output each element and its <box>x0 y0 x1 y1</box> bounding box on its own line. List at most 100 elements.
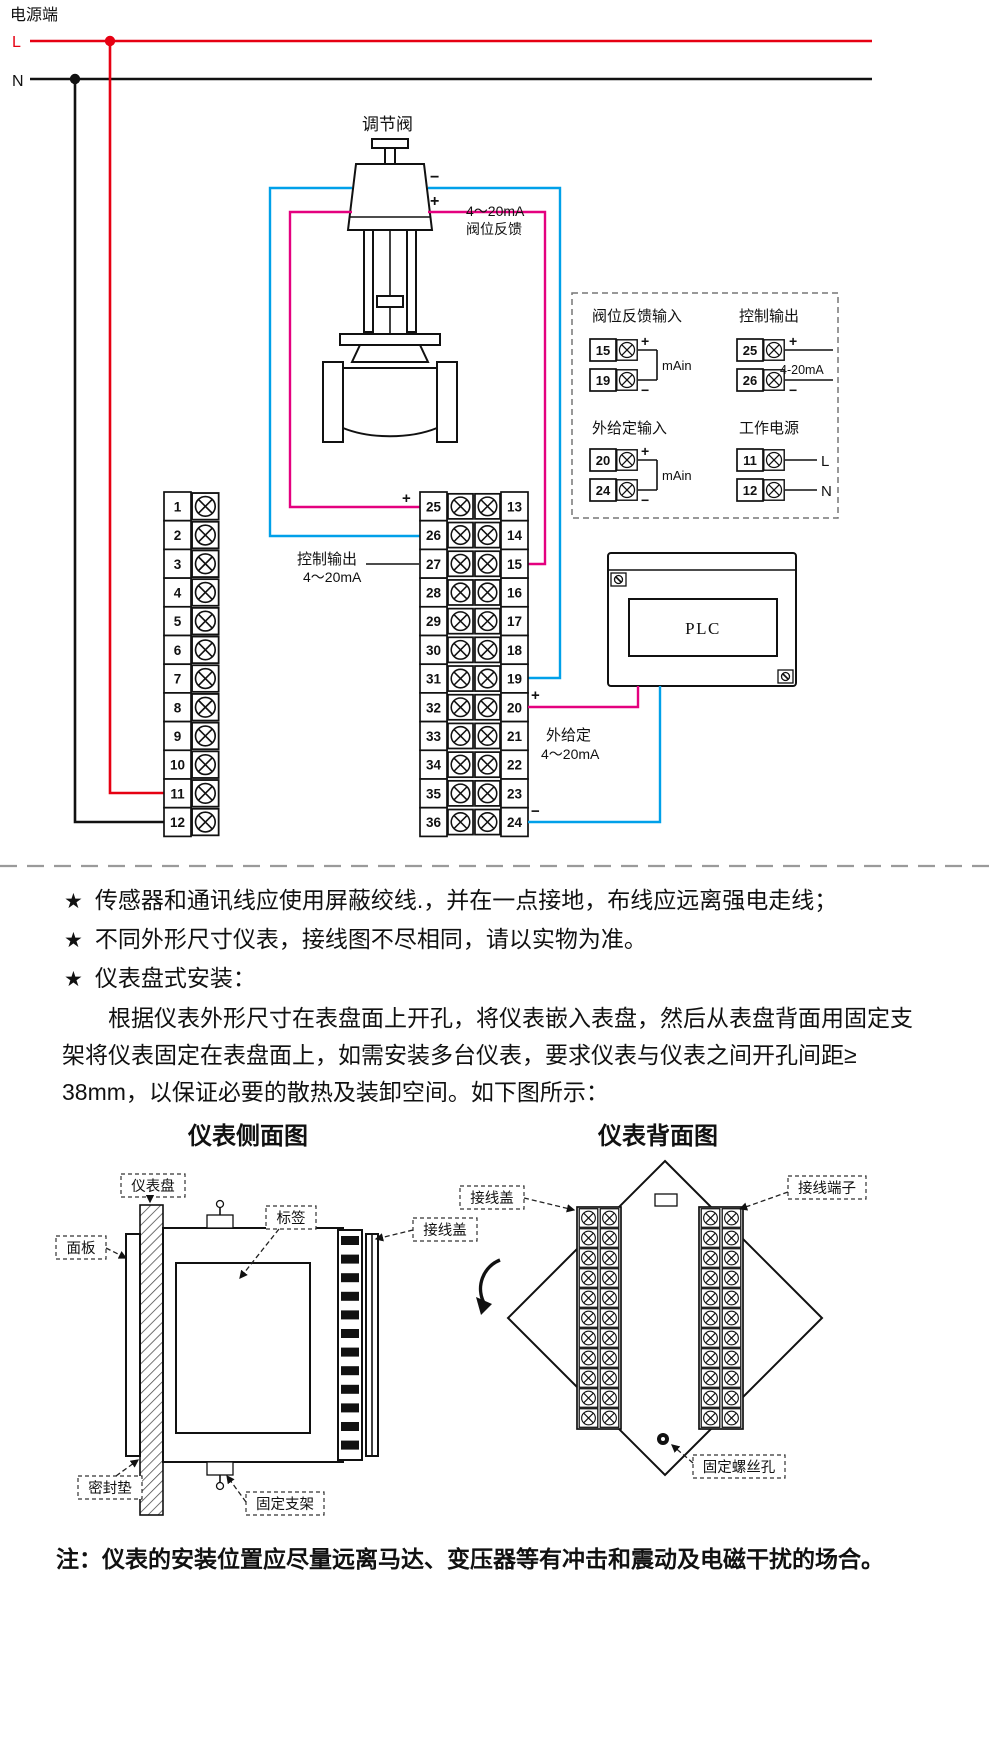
terminal-number: 13 <box>507 499 523 514</box>
terminal-screw-icon <box>721 1228 742 1248</box>
rotate-arrow-head <box>476 1297 492 1315</box>
terminal-strip-bar <box>341 1291 359 1301</box>
terminal-screw-icon <box>599 1408 620 1428</box>
mini-terminal-number: 12 <box>743 483 757 498</box>
terminal-number-cell <box>419 663 448 694</box>
terminal-number-cell <box>500 634 529 666</box>
terminal-screw-icon <box>700 1228 721 1248</box>
terminal-number-cell <box>163 634 192 666</box>
terminal-number-cell <box>163 806 192 838</box>
terminal-number: 33 <box>426 729 442 744</box>
label-area <box>175 1262 311 1434</box>
star-icon: ★ <box>64 890 83 913</box>
terminal-number: 14 <box>507 528 523 543</box>
terminal-strip-bar <box>341 1366 359 1376</box>
terminal-number: 16 <box>507 585 523 600</box>
setpoint-wire-minus <box>528 686 662 824</box>
terminal-screw-icon <box>474 492 501 520</box>
note-text: 仪表盘式安装： <box>94 965 256 991</box>
terminal-screw-icon <box>474 808 501 836</box>
terminal-screw-icon <box>721 1368 742 1388</box>
rotate-arrow <box>478 1258 501 1304</box>
terminal-screw-icon <box>616 339 638 361</box>
terminal-number: 11 <box>170 786 185 801</box>
mini-terminal-number-cell <box>736 448 764 472</box>
terminal-number: 21 <box>507 729 523 744</box>
back-view-title: 仪表背面图 <box>597 1123 718 1150</box>
info-minus: − <box>789 382 797 398</box>
mini-terminal-number: 25 <box>743 343 757 358</box>
feedback-wire-minus <box>428 186 562 680</box>
control-valve: 调节阀 <box>322 115 458 443</box>
terminal-screw-icon <box>191 779 220 808</box>
terminal-screw-icon <box>191 549 220 578</box>
terminal-screw-icon <box>447 751 474 779</box>
terminal-screw-icon <box>721 1328 742 1348</box>
terminal-number: 30 <box>426 643 441 658</box>
terminal-number: 27 <box>426 557 441 572</box>
terminal-screw-icon <box>599 1328 620 1348</box>
mini-terminal-number: 20 <box>596 453 610 468</box>
terminal-number: 35 <box>426 786 442 801</box>
info-unit: mAin <box>662 358 692 373</box>
terminal-strip-bar <box>341 1440 359 1450</box>
terminal-screw-icon <box>578 1268 599 1288</box>
setpoint-plus-label: + <box>531 687 540 704</box>
terminal-strip-bar <box>341 1236 359 1245</box>
valve-wiring <box>268 186 562 680</box>
feedback-name-label: 阀位反馈 <box>466 221 522 237</box>
terminal-screw-icon <box>700 1408 721 1428</box>
wiring-diagram: 电源端 L N 调节阀 − + 4～20mA 阀位反馈 控制输出 4～20mA … <box>0 6 990 868</box>
leader-line <box>239 1228 280 1279</box>
terminal-number: 32 <box>426 700 441 715</box>
installation-figures: 仪表侧面图 仪表背面图 仪表盘 标签 接线盖 面板 密封垫 固定 <box>55 1122 867 1516</box>
mini-terminal-number-cell <box>589 478 617 502</box>
terminal-screw-icon <box>763 449 785 471</box>
mini-terminal-number-cell <box>589 338 617 362</box>
terminal-screw-icon <box>578 1288 599 1308</box>
terminal-screw-icon <box>700 1348 721 1368</box>
info-title-working-power: 工作电源 <box>739 420 799 437</box>
info-n: N <box>821 483 832 500</box>
terminal-number: 5 <box>174 614 182 629</box>
terminal-screw-icon <box>721 1408 742 1428</box>
terminal-number-cell <box>419 806 448 838</box>
note-bullet-1: ★ 传感器和通讯线应使用屏蔽绞线.，并在一点接地，布线应远离强电走线； <box>64 888 974 914</box>
side-view-figure: 仪表盘 标签 接线盖 面板 密封垫 固定支架 <box>55 1173 478 1516</box>
terminal-screw-icon <box>447 665 474 693</box>
label-box-bracket <box>245 1491 325 1516</box>
terminal-number-cell <box>163 548 192 579</box>
terminal-screw-icon <box>474 779 501 807</box>
info-title-valve-feedback: 阀位反馈输入 <box>592 308 682 325</box>
terminal-screw-icon <box>578 1368 599 1388</box>
terminal-number-cell <box>500 577 529 608</box>
terminal-number: 2 <box>174 528 182 543</box>
terminal-screw-icon <box>578 1308 599 1328</box>
info-l: L <box>821 453 829 470</box>
terminal-screw-icon <box>474 665 501 693</box>
valve-yoke-left <box>363 229 374 333</box>
feedback-plus-label: + <box>430 193 439 210</box>
feedback-minus-label: − <box>430 169 439 186</box>
label-box-tag <box>265 1205 317 1230</box>
rear-terminal-strips <box>576 1206 744 1430</box>
terminal-screw-icon <box>700 1328 721 1348</box>
terminal-screw-icon <box>599 1368 620 1388</box>
terminal-number-cell <box>500 749 529 780</box>
terminal-strip-bar <box>341 1347 359 1357</box>
control-output-wire-plus <box>288 210 420 509</box>
terminal-screw-icon <box>474 636 501 664</box>
terminal-screw-icon <box>599 1288 620 1308</box>
label-panel-board: 仪表盘 <box>131 1177 175 1195</box>
terminal-screw-icon <box>191 664 220 693</box>
terminal-screw-icon <box>578 1348 599 1368</box>
line-l-label: L <box>12 34 21 51</box>
top-notch <box>654 1193 678 1207</box>
terminal-screw-icon <box>599 1308 620 1328</box>
terminal-screw-icon <box>191 520 220 550</box>
terminal-strip <box>337 1229 363 1461</box>
terminal-screw-icon <box>700 1268 721 1288</box>
terminal-screw-icon <box>700 1248 721 1268</box>
power-wire-n <box>73 79 164 824</box>
label-terminal-cover: 接线盖 <box>423 1222 467 1239</box>
